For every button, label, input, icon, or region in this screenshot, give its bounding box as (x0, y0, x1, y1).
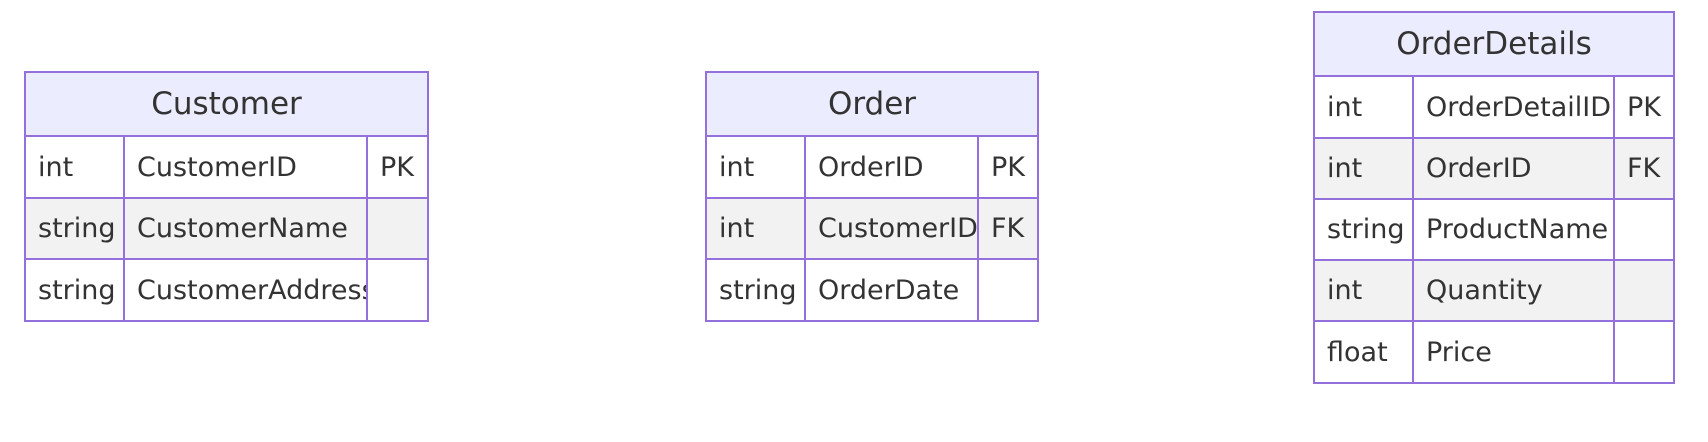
attribute-name: OrderID (1413, 138, 1615, 200)
attribute-key (367, 198, 427, 260)
attribute-type: int (1315, 77, 1414, 139)
attribute-key: FK (978, 198, 1037, 260)
attribute-row: int CustomerID FK (707, 198, 1037, 260)
attribute-key (367, 259, 427, 320)
attribute-row: int OrderID PK (707, 137, 1037, 199)
attribute-name: CustomerID (805, 198, 979, 260)
attribute-row: float Price (1315, 321, 1673, 382)
attribute-name: ProductName (1413, 199, 1615, 261)
attribute-type: string (707, 259, 806, 320)
attribute-row: int CustomerID PK (26, 137, 427, 199)
attribute-row: string ProductName (1315, 199, 1673, 261)
entity-title: Order (707, 73, 1037, 137)
attribute-key: PK (367, 137, 427, 199)
attribute-key (1614, 321, 1673, 382)
entity-orderdetails: OrderDetails int OrderDetailID PK int Or… (1313, 11, 1675, 384)
attribute-name: OrderID (805, 137, 979, 199)
attribute-key: FK (1614, 138, 1673, 200)
attribute-row: string OrderDate (707, 259, 1037, 320)
attribute-type: int (26, 137, 125, 199)
attribute-name: CustomerID (124, 137, 368, 199)
attribute-type: string (26, 198, 125, 260)
attribute-name: OrderDetailID (1413, 77, 1615, 139)
attribute-key (978, 259, 1037, 320)
entity-order: Order int OrderID PK int CustomerID FK s… (705, 71, 1039, 322)
attribute-row: int OrderDetailID PK (1315, 77, 1673, 139)
entity-customer: Customer int CustomerID PK string Custom… (24, 71, 429, 322)
entity-title: Customer (26, 73, 427, 137)
attribute-name: OrderDate (805, 259, 979, 320)
entity-title: OrderDetails (1315, 13, 1673, 77)
attribute-row: int OrderID FK (1315, 138, 1673, 200)
attribute-table: int CustomerID PK string CustomerName st… (26, 137, 427, 320)
attribute-type: int (707, 198, 806, 260)
attribute-type: string (1315, 199, 1414, 261)
attribute-row: string CustomerAddress (26, 259, 427, 320)
attribute-name: Quantity (1413, 260, 1615, 322)
attribute-type: float (1315, 321, 1414, 382)
attribute-table: int OrderDetailID PK int OrderID FK stri… (1315, 77, 1673, 382)
attribute-row: string CustomerName (26, 198, 427, 260)
attribute-table: int OrderID PK int CustomerID FK string … (707, 137, 1037, 320)
attribute-type: int (1315, 260, 1414, 322)
attribute-type: string (26, 259, 125, 320)
attribute-name: CustomerAddress (124, 259, 368, 320)
attribute-key: PK (1614, 77, 1673, 139)
attribute-name: CustomerName (124, 198, 368, 260)
attribute-key: PK (978, 137, 1037, 199)
attribute-key (1614, 260, 1673, 322)
attribute-type: int (1315, 138, 1414, 200)
attribute-key (1614, 199, 1673, 261)
attribute-row: int Quantity (1315, 260, 1673, 322)
attribute-name: Price (1413, 321, 1615, 382)
attribute-type: int (707, 137, 806, 199)
